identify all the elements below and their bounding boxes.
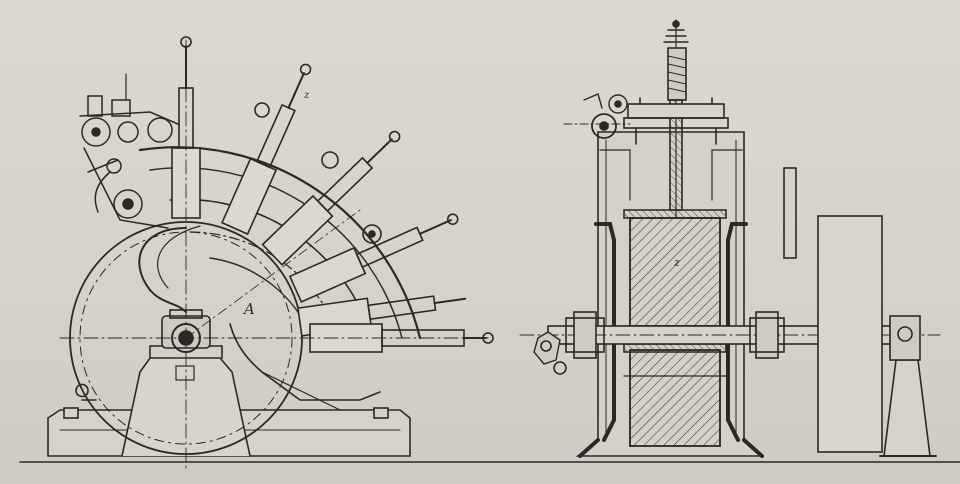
outboard-pedestal [883,359,931,457]
core-label: z [674,256,680,269]
side-rod [783,167,797,259]
crosshead [627,103,725,119]
rotor-label: A [244,300,255,318]
rotor-core-lower [629,349,721,447]
belt-pulley [817,215,883,453]
rotor-core-upper [629,217,721,327]
valve-label: z [304,90,310,101]
radial-cylinders [171,36,494,353]
front-section-view [519,19,941,458]
side-elevation-view [19,36,960,471]
s-frame [138,227,187,313]
handwheel [591,113,617,139]
linkage-mechanism [79,73,179,229]
